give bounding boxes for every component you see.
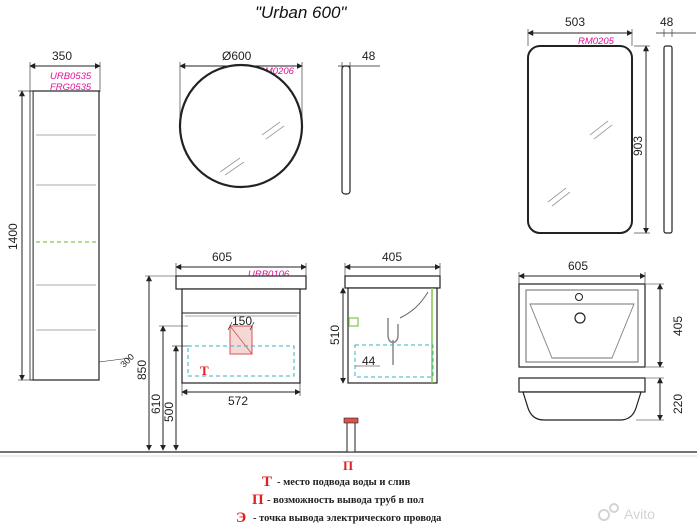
faucet-hole <box>575 293 583 301</box>
vanity-height-610: 610 <box>149 394 163 414</box>
rect-mirror: 503 RM0205 903 48 <box>527 15 696 234</box>
round-mirror-depth: 48 <box>362 49 376 63</box>
basin-views: 605 405 220 <box>518 259 685 421</box>
rect-mirror-side <box>663 45 673 234</box>
legend-text-t: - место подвода воды и слив <box>277 477 411 488</box>
floor-p-mark: П <box>343 458 353 473</box>
tall-cabinet: 350 URB0535 FRG0535 1400 300 <box>6 49 136 381</box>
floor: П <box>0 417 697 473</box>
cabinet-width-label: 350 <box>52 49 72 63</box>
side-body <box>347 287 438 384</box>
vanity-height-850: 850 <box>135 360 149 380</box>
side-water-zone <box>354 344 434 378</box>
drain-hole <box>574 312 586 324</box>
legend-text-p: - возможность вывода труб в пол <box>267 495 424 506</box>
basin-width-label: 605 <box>568 259 588 273</box>
cabinet-code-1: URB0535 <box>50 71 92 82</box>
cabinet-code-2: FRG0535 <box>50 82 92 93</box>
basin-depth-label: 405 <box>671 316 685 336</box>
side-depth-label: 405 <box>382 250 402 264</box>
basin-side-bowl <box>522 391 642 421</box>
side-height-label: 510 <box>328 325 342 345</box>
legend-key-p: П <box>252 492 264 508</box>
vanity-side: 405 44 510 <box>328 250 441 384</box>
rect-mirror-code: RM0205 <box>578 36 615 47</box>
round-mirror-code: RM0206 <box>258 66 295 77</box>
legend-key-t: Т <box>262 474 272 490</box>
basin-side-top <box>518 377 646 393</box>
round-mirror-side <box>341 65 351 195</box>
floor-pipe <box>346 419 356 453</box>
rect-mirror-width: 503 <box>565 15 585 29</box>
avito-watermark: Avito <box>598 503 655 522</box>
side-offset-label: 44 <box>362 354 376 368</box>
box-width-label: 150 <box>232 314 252 328</box>
vanity-code: URB0106 <box>248 269 290 280</box>
drawing-title: "Urban 600" <box>255 3 347 22</box>
vanity-countertop <box>175 275 307 290</box>
vanity-width-label: 605 <box>212 250 232 264</box>
cabinet-depth-label: 300 <box>118 352 136 370</box>
legend-key-e: Э <box>236 510 246 526</box>
rect-mirror-depth: 48 <box>660 15 674 29</box>
basin-height-label: 220 <box>671 394 685 414</box>
round-mirror-diameter: Ø600 <box>222 49 252 63</box>
side-countertop <box>344 275 441 289</box>
vanity-inner-width: 572 <box>228 394 248 408</box>
legend-text-e: - точка вывода электрического провода <box>253 513 442 524</box>
round-mirror-outline <box>178 63 304 189</box>
vanity-height-500: 500 <box>162 402 176 422</box>
vanity-front: 605 URB0106 150 Т 572 850 610 500 <box>135 250 307 451</box>
rect-mirror-height: 903 <box>631 136 645 156</box>
watermark-text: Avito <box>624 506 655 522</box>
water-zone <box>187 345 295 377</box>
rect-mirror-outline <box>527 45 633 234</box>
vanity-t-mark: Т <box>200 363 209 378</box>
legend: Т - место подвода воды и слив П - возмож… <box>236 474 442 526</box>
cabinet-body <box>32 90 100 381</box>
round-mirror: Ø600 RM0206 48 <box>178 49 380 195</box>
cabinet-height-label: 1400 <box>6 223 20 250</box>
